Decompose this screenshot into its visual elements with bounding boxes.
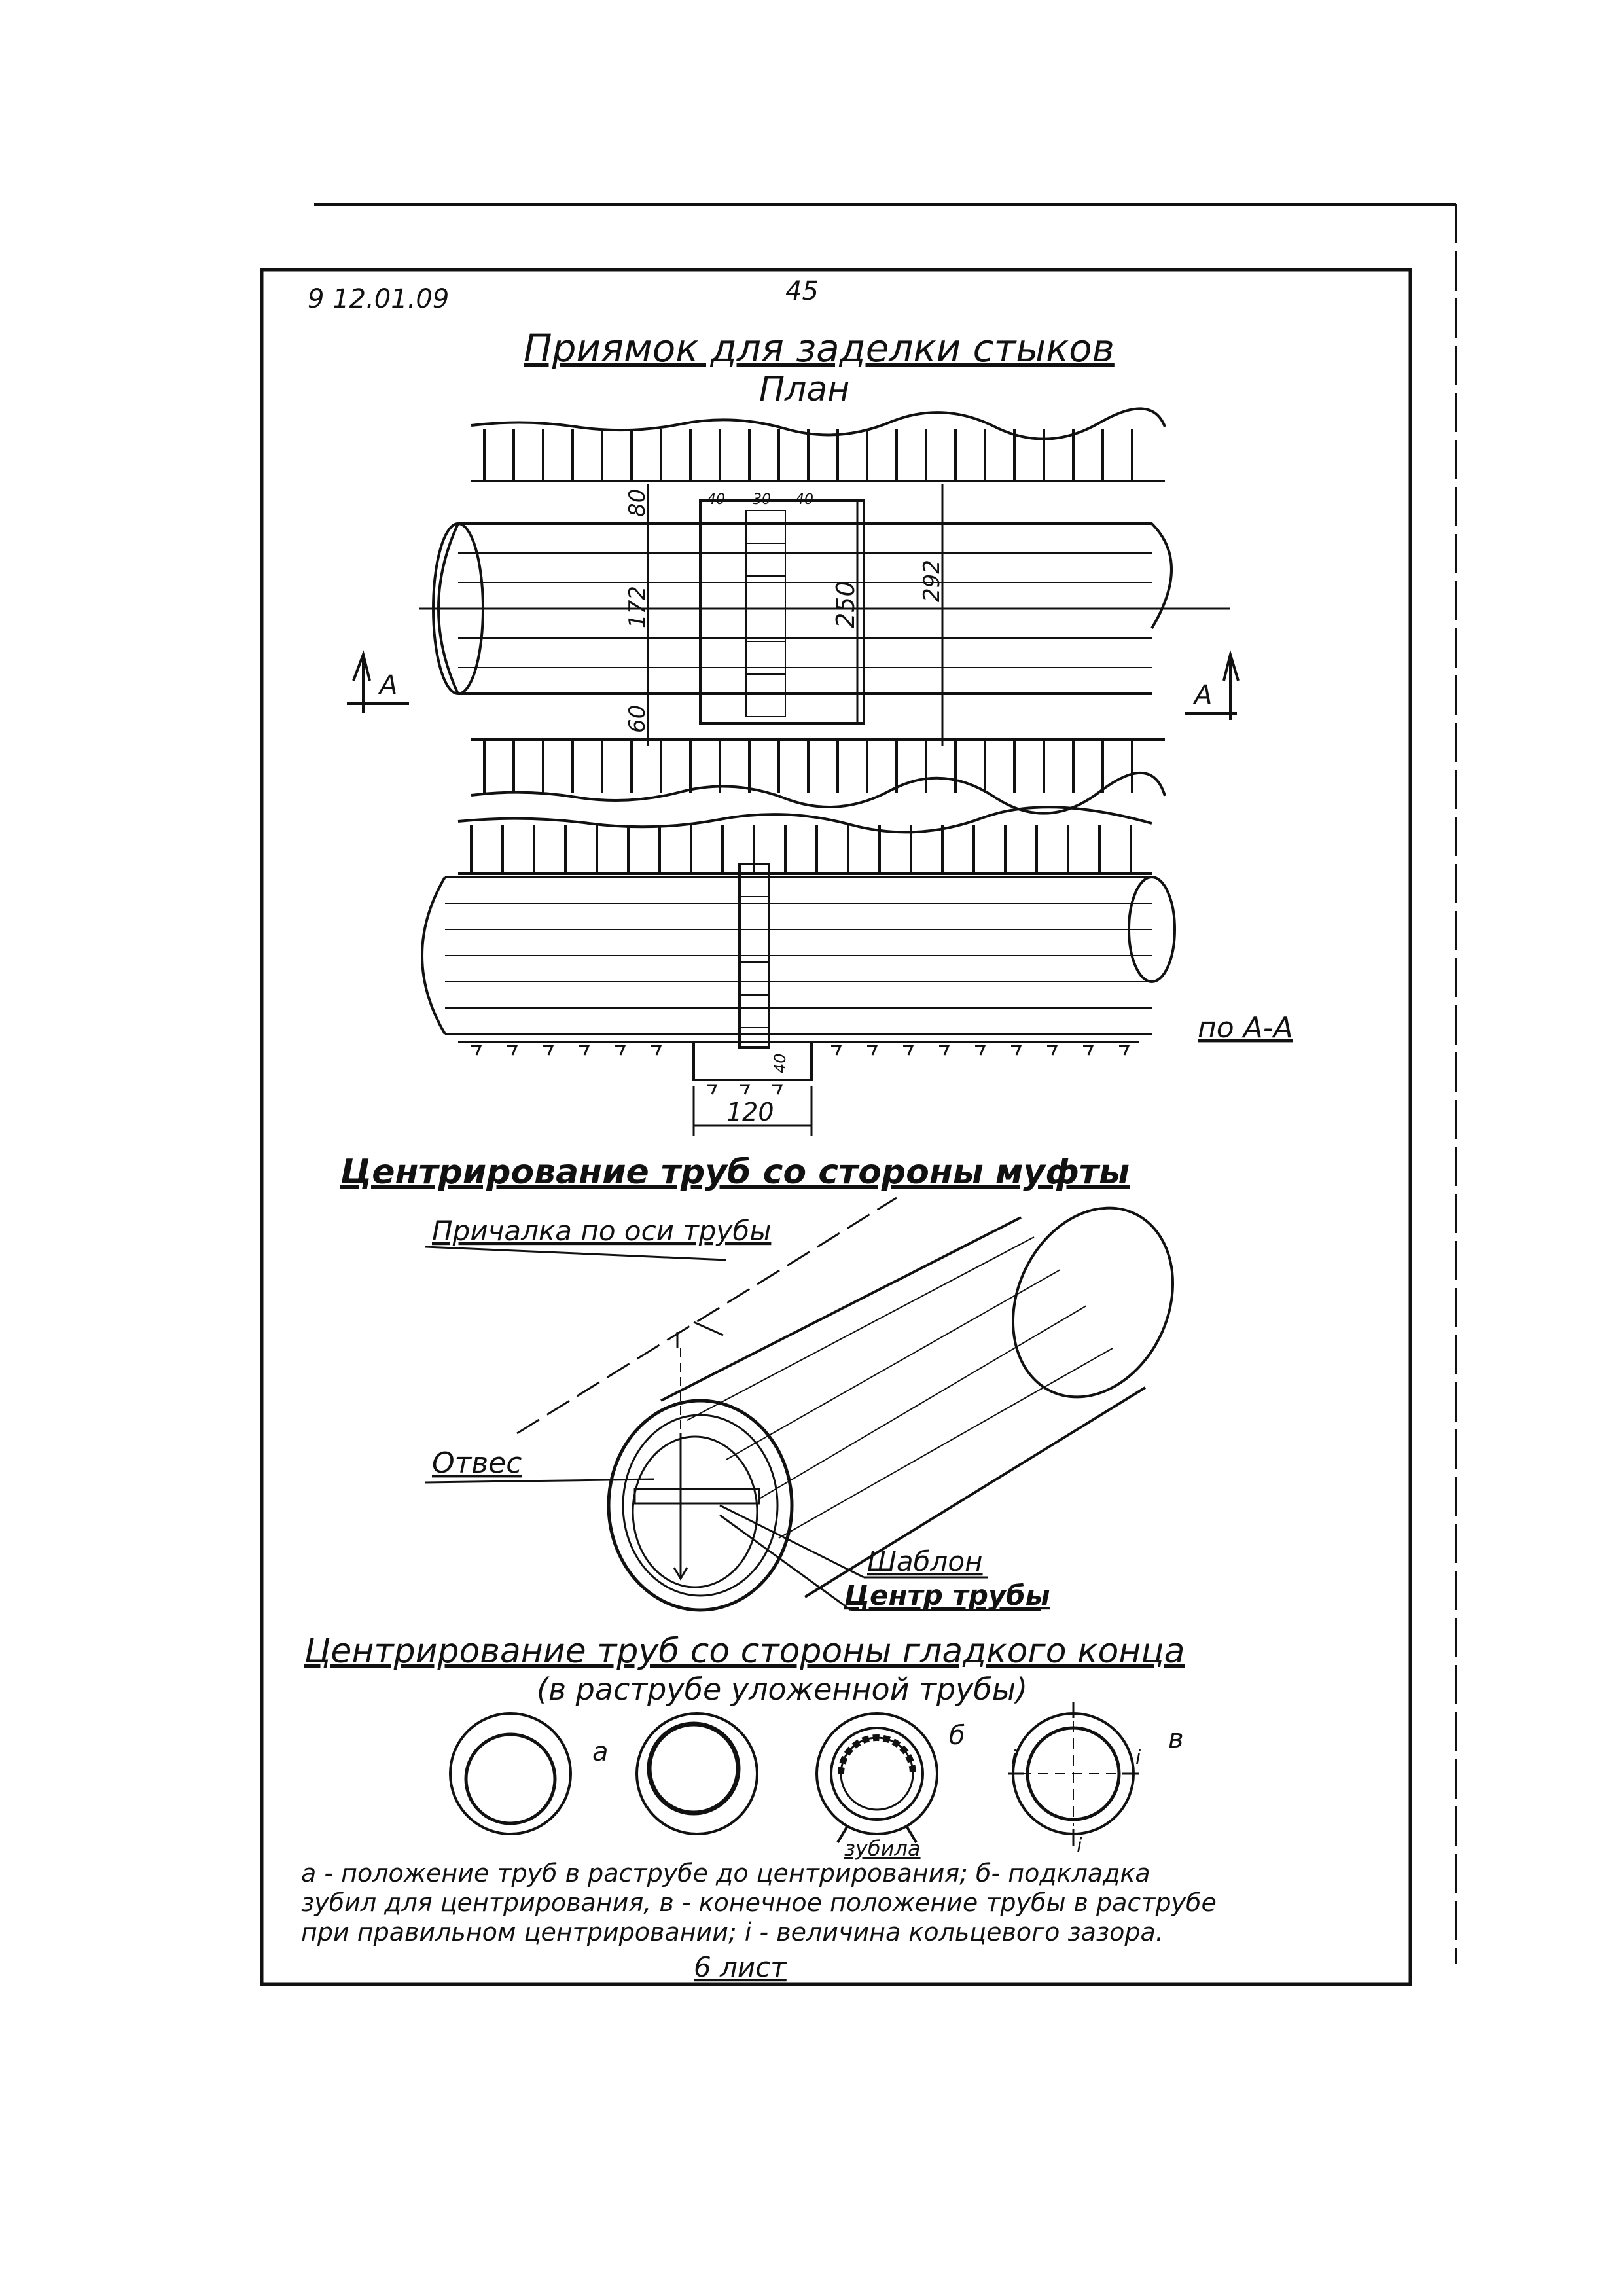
label-center: Центр трубы — [844, 1579, 1050, 1611]
section-label: по А-А — [1198, 1011, 1293, 1045]
dim-w2: 30 — [753, 492, 771, 508]
soil-hatch-mark — [740, 1084, 751, 1095]
soil-hatch-mark — [1083, 1045, 1094, 1056]
soil-hatch-mark — [471, 1045, 482, 1056]
sheet-label: 6 лист — [694, 1951, 787, 1983]
section2-title: Центрирование труб со стороны муфты — [340, 1153, 1130, 1192]
soil-hatch-mark — [579, 1045, 590, 1056]
sheet-frame — [260, 203, 1457, 1986]
section1-subtitle: План — [759, 370, 849, 409]
dim-pit-depth: 250 — [831, 581, 860, 628]
gap-mark-left: і — [1011, 1746, 1017, 1769]
section3-subtitle: (в раструбе уложенной трубы) — [537, 1672, 1027, 1707]
dim-w1: 40 — [707, 492, 725, 508]
label-axis-line: Причалка по оси трубы — [432, 1215, 771, 1247]
letter-b: б — [949, 1721, 965, 1751]
label-plumb: Отвес — [432, 1446, 522, 1480]
soil-hatch-mark — [772, 1084, 783, 1095]
soil-hatch-mark — [615, 1045, 626, 1056]
soil-hatch-mark — [651, 1045, 662, 1056]
legend-line-1: а - положение труб в раструбе до центрир… — [301, 1859, 1150, 1888]
soil-hatch-mark — [975, 1045, 986, 1056]
gap-mark-right: і — [1135, 1746, 1141, 1769]
section-mark-right-letter: А — [1192, 680, 1212, 710]
dim-pit-width: 120 — [726, 1098, 774, 1126]
soil-hatch-mark — [507, 1045, 518, 1056]
section-mark-left-letter: А — [378, 670, 397, 700]
soil-hatch-mark — [707, 1084, 718, 1095]
circle-b — [815, 1712, 938, 1844]
plan-pit — [699, 499, 865, 725]
doc-code: 9 12.01.09 — [308, 284, 449, 314]
soil-hatch-mark — [831, 1045, 842, 1056]
letter-c: в — [1168, 1724, 1184, 1754]
section-mark-left — [347, 650, 409, 713]
plan-pipe — [419, 522, 1230, 695]
section-view — [421, 806, 1176, 1136]
soil-hatch-mark — [1119, 1045, 1130, 1056]
plan-ground-top — [471, 407, 1166, 482]
soil-hatch-mark — [867, 1045, 878, 1056]
legend-line-3: при правильном центрировании; і - величи… — [301, 1918, 1164, 1946]
legend-line-2: зубил для центрирования, в - конечное по… — [301, 1888, 1217, 1917]
circle-a1 — [449, 1712, 572, 1835]
dim-pipe-dia: 172 — [624, 586, 651, 628]
page-number: 45 — [785, 276, 819, 306]
circle-a2 — [635, 1712, 758, 1835]
centering-circles — [449, 1702, 1139, 1846]
letter-a: а — [592, 1737, 609, 1767]
wedges-label: зубила — [844, 1836, 921, 1861]
dim-pit-bottom: 40 — [771, 1053, 789, 1073]
dim-total: 292 — [919, 560, 945, 602]
plan-ground-bottom — [471, 738, 1166, 815]
gap-mark-bottom: і — [1077, 1835, 1082, 1857]
section3-title: Центрирование труб со стороны гладкого к… — [304, 1632, 1185, 1671]
plan-dimensions — [635, 484, 944, 746]
circle-c — [1008, 1702, 1139, 1846]
soil-hatch-mark — [1011, 1045, 1022, 1056]
dim-bottom-offset: 60 — [624, 705, 651, 733]
soil-hatch-mark — [903, 1045, 914, 1056]
soil-hatch-mark — [939, 1045, 950, 1056]
dim-top-offset: 80 — [624, 489, 651, 517]
pipe-perspective — [425, 1196, 1174, 1612]
section1-title: Приямок для заделки стыков — [524, 326, 1115, 370]
soil-hatch-mark — [543, 1045, 554, 1056]
label-template: Шаблон — [867, 1545, 983, 1577]
dim-w3: 40 — [795, 492, 813, 508]
soil-hatch-mark — [1047, 1045, 1058, 1056]
section-mark-right — [1185, 649, 1240, 720]
